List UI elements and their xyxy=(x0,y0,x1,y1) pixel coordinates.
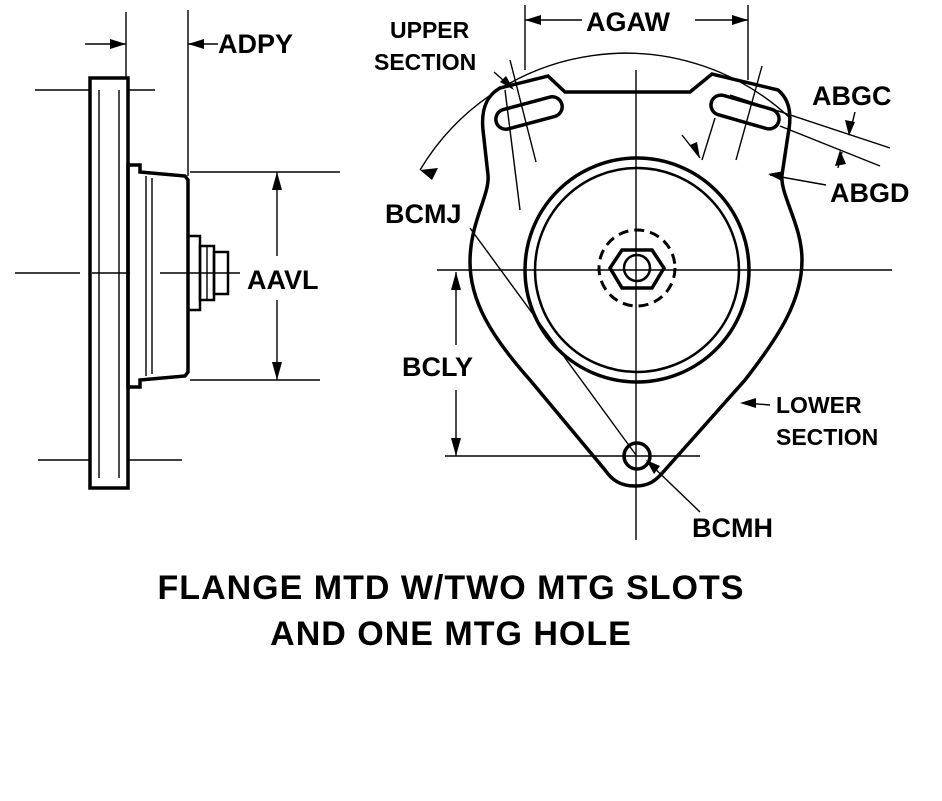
slot-width-arrow xyxy=(690,142,700,158)
bcmj-arc-arrow xyxy=(420,168,438,180)
label-upper-section-2: SECTION xyxy=(374,49,476,75)
front-dashed-circle xyxy=(597,228,677,308)
abgd-tick-arrow xyxy=(835,150,846,166)
front-shaft xyxy=(622,253,652,283)
slot-left-center xyxy=(509,59,537,163)
label-bcmj: BCMJ xyxy=(385,199,462,229)
abgc-arrow xyxy=(845,120,855,136)
label-abgc: ABGC xyxy=(812,81,892,111)
abgd-arrow xyxy=(768,171,784,181)
abgd-ext xyxy=(779,125,881,167)
agaw-arrow-right xyxy=(732,15,748,25)
front-hex-nut xyxy=(607,248,667,290)
label-bcly: BCLY xyxy=(402,352,473,382)
label-lower-section-2: SECTION xyxy=(776,424,878,450)
label-aavl: AAVL xyxy=(247,265,319,295)
bcmj-arc xyxy=(419,52,791,171)
bcly-arrow-bottom xyxy=(451,438,461,456)
aavl-arrow-bottom xyxy=(272,362,282,380)
bcmh-arrow xyxy=(646,460,660,474)
upper-slot-right xyxy=(709,93,781,131)
slot-right-center xyxy=(735,65,763,161)
slot-width-tick xyxy=(681,134,701,159)
caption-line-2: AND ONE MTG HOLE xyxy=(270,615,632,653)
label-abgd: ABGD xyxy=(830,178,910,208)
abgc-line xyxy=(729,94,891,149)
adpy-arrow-left xyxy=(110,39,126,49)
front-view xyxy=(419,5,892,540)
label-lower-section-1: LOWER xyxy=(776,392,862,418)
bcly-arrow-top xyxy=(451,272,461,290)
agaw-arrow-left xyxy=(525,15,541,25)
upper-slot-left xyxy=(494,95,564,131)
label-upper-section-1: UPPER xyxy=(390,17,470,43)
aavl-arrow-top xyxy=(272,172,282,190)
label-adpy: ADPY xyxy=(218,29,293,59)
side-body xyxy=(126,163,190,389)
upper-section-arrow xyxy=(500,76,514,90)
label-agaw: AGAW xyxy=(586,7,671,37)
side-view xyxy=(15,10,340,490)
caption-line-1: FLANGE MTD W/TWO MTG SLOTS xyxy=(158,569,745,607)
slot-width-ext xyxy=(701,117,716,161)
side-flange-plate xyxy=(88,76,130,490)
lower-section-arrow xyxy=(740,398,756,408)
adpy-arrow-right xyxy=(188,39,204,49)
bcmj-leader xyxy=(469,227,637,456)
label-bcmh: BCMH xyxy=(692,513,773,543)
